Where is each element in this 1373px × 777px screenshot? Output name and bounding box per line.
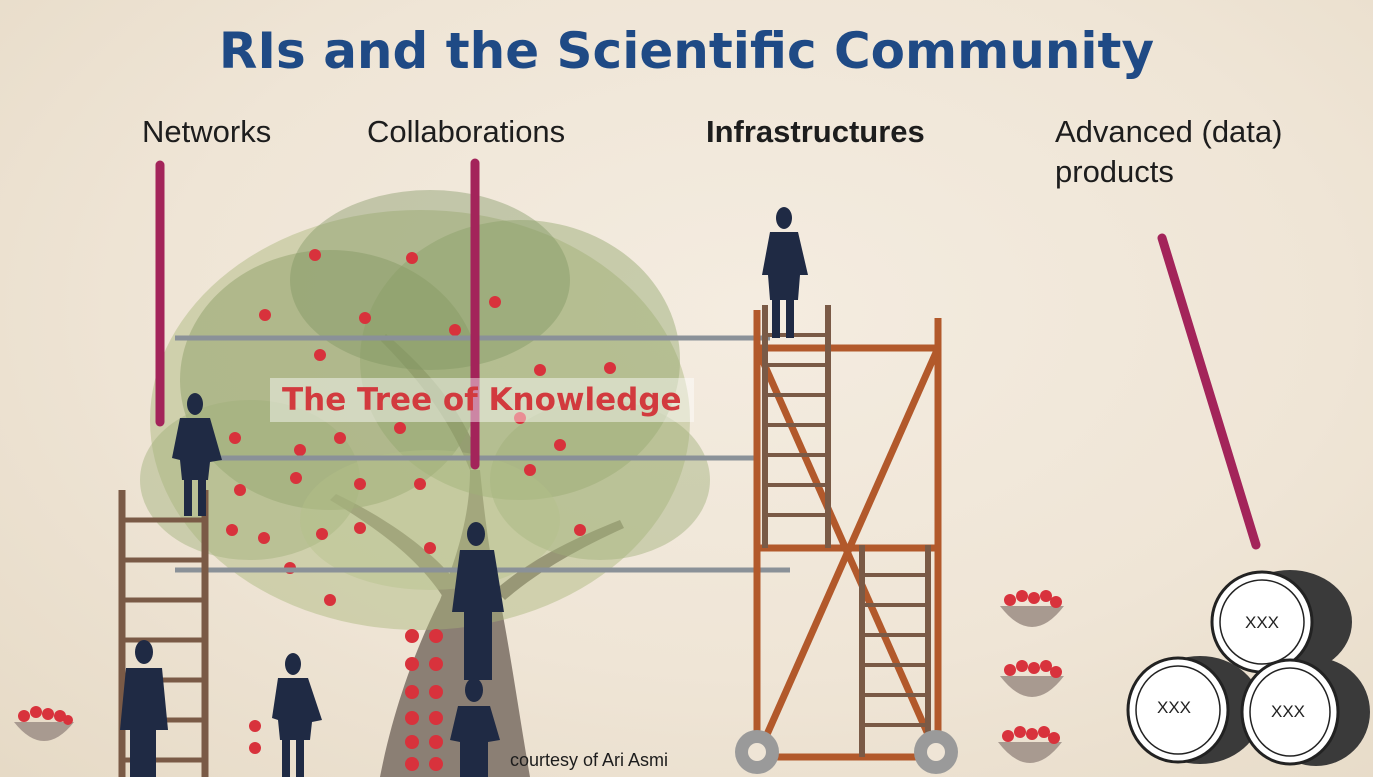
apple <box>229 432 241 444</box>
apple <box>405 629 419 643</box>
apple <box>334 432 346 444</box>
apple-bowl <box>1000 660 1064 697</box>
gear-icon <box>914 730 958 774</box>
tree-of-knowledge-label: The Tree of Knowledge <box>270 378 694 422</box>
apple <box>489 296 501 308</box>
apple <box>429 735 443 749</box>
apple-bowl <box>998 726 1062 763</box>
person-figure-scaffold-top <box>762 207 808 338</box>
person-figure-ladder-bottom <box>120 640 168 777</box>
slide-title: RIs and the Scientific Community <box>218 22 1155 80</box>
apple <box>354 478 366 490</box>
apple <box>406 252 418 264</box>
person-figure-tree-lower <box>450 678 500 777</box>
scaffold-ladder-upper <box>762 305 831 548</box>
apple <box>359 312 371 324</box>
barrel-right: XXX <box>1240 658 1370 766</box>
apple <box>354 522 366 534</box>
apple <box>309 249 321 261</box>
gear-icon <box>735 730 779 774</box>
apple <box>405 711 419 725</box>
apple <box>324 594 336 606</box>
image-credit: courtesy of Ari Asmi <box>510 750 669 770</box>
apple <box>449 324 461 336</box>
apple <box>414 478 426 490</box>
apple <box>429 657 443 671</box>
apple <box>314 349 326 361</box>
apple <box>234 484 246 496</box>
apple <box>429 757 443 771</box>
apple <box>514 412 526 424</box>
barrel-label-top: XXX <box>1245 613 1279 632</box>
column-collaborations: Collaborations <box>367 114 566 149</box>
column-infrastructures: Infrastructures <box>706 114 925 149</box>
scaffold-ladder-lower <box>859 545 931 757</box>
barrel-top: XXX <box>1210 570 1352 674</box>
apple <box>405 735 419 749</box>
person-figure-child <box>272 653 322 777</box>
apple <box>429 711 443 725</box>
apple <box>259 309 271 321</box>
accent-poles <box>155 158 1261 550</box>
apple <box>429 629 443 643</box>
apple <box>405 657 419 671</box>
barrel-label-right: XXX <box>1271 702 1305 721</box>
advanced-pole <box>1157 233 1261 550</box>
trunk-apples <box>405 629 443 771</box>
apple <box>554 439 566 451</box>
column-networks: Networks <box>142 114 272 149</box>
barrel-label-left: XXX <box>1157 698 1191 717</box>
tree-foliage <box>140 190 710 630</box>
apple <box>574 524 586 536</box>
apple <box>405 757 419 771</box>
tree-apples <box>226 249 616 606</box>
apple-bowl <box>1000 590 1064 627</box>
barrel-left: XXX <box>1126 656 1262 764</box>
apple <box>258 532 270 544</box>
apple <box>316 528 328 540</box>
apple-pair <box>249 720 261 754</box>
apple <box>534 364 546 376</box>
apple <box>294 444 306 456</box>
apple <box>226 524 238 536</box>
apple <box>424 542 436 554</box>
apple-bowl <box>14 706 74 741</box>
apple <box>394 422 406 434</box>
person-figure-tree-upper <box>452 522 504 680</box>
apple <box>524 464 536 476</box>
column-advanced-products: Advanced (data) products <box>1055 114 1283 190</box>
scaffold <box>753 310 942 761</box>
apple <box>290 472 302 484</box>
apple <box>604 362 616 374</box>
person-figure-ladder-top <box>172 393 222 516</box>
apple <box>429 685 443 699</box>
apple <box>405 685 419 699</box>
